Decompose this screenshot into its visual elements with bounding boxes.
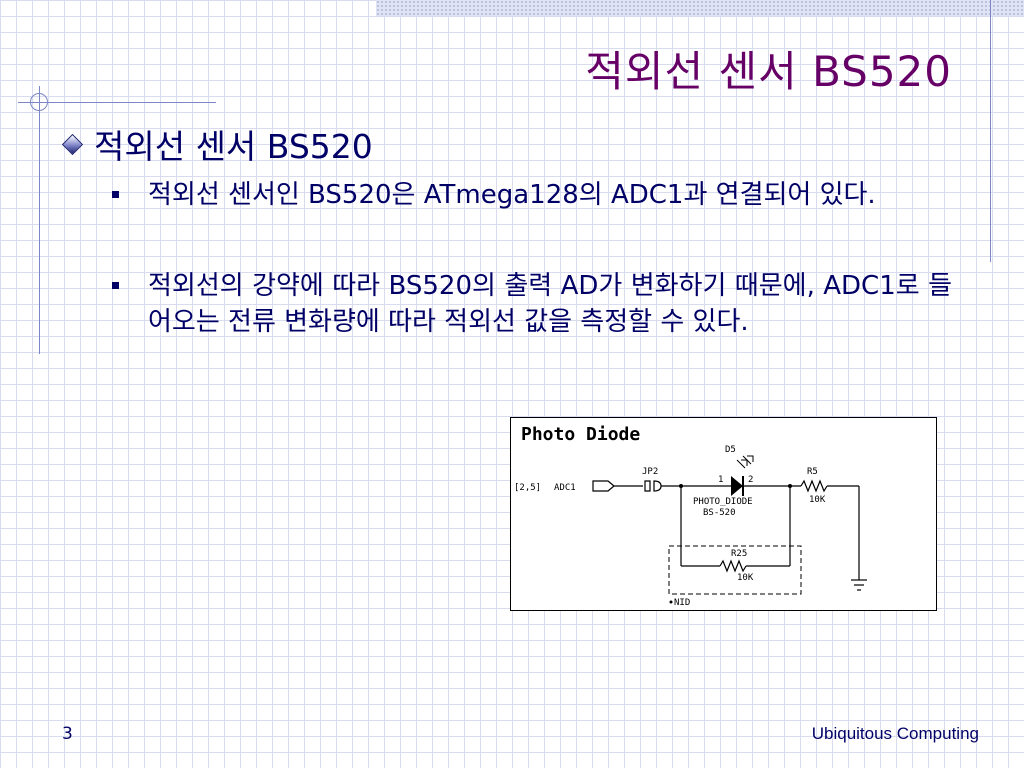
top-decorative-band [376,0,1024,16]
left-accent-line [39,86,40,354]
bullet-text: 적외선의 강약에 따라 BS520의 출력 AD가 변화하기 때문에, ADC1… [148,271,952,337]
footer-text: Ubiquitous Computing [811,724,979,743]
slide-title: 적외선 센서 BS520 [585,47,952,96]
r25-ref: R25 [731,549,747,559]
r5-value: 10K [809,495,826,505]
schematic-drawing: Photo Diode [2,5] ADC1 JP2 D5 1 2 PHOTO_… [514,424,867,608]
bullet-item: 적외선 센서인 BS520은 ATmega128의 ADC1과 연결되어 있다. [112,177,952,213]
diode-pin2: 2 [748,475,753,485]
heading-bullet: 적외선 센서 BS520 [62,120,373,168]
crosshair-decoration-icon [30,93,48,111]
port-connector-icon [592,480,615,492]
jumper-icon [644,480,651,492]
port-label: ADC1 [554,483,576,493]
page-number: 3 [62,724,73,744]
nid-label: NID [674,598,690,608]
top-accent-line [18,102,216,103]
resistor-icon [719,559,747,573]
port-ref: [2,5] [514,483,541,493]
diode-part: BS-520 [703,508,736,518]
nid-box [668,545,802,595]
resistor-icon [800,479,828,493]
r25-value: 10K [737,573,754,583]
diode-ref: D5 [725,445,736,455]
square-bullet-icon [112,282,119,289]
r5-ref: R5 [807,467,818,477]
bullet-text: 적외선 센서인 BS520은 ATmega128의 ADC1과 연결되어 있다. [148,180,876,210]
diamond-bullet-icon [62,134,82,154]
photo-diode-schematic: Photo Diode [2,5] ADC1 JP2 D5 1 2 PHOTO_… [510,417,937,611]
right-accent-line [990,0,991,262]
diode-name: PHOTO_DIODE [693,497,753,507]
diode-icon [731,476,743,496]
heading-text: 적외선 센서 BS520 [94,127,373,166]
diode-pin1: 1 [718,475,723,485]
bullet-item: 적외선의 강약에 따라 BS520의 출력 AD가 변화하기 때문에, ADC1… [112,268,952,340]
schematic-title: Photo Diode [521,424,640,445]
square-bullet-icon [112,191,119,198]
jumper-ref: JP2 [642,467,658,477]
